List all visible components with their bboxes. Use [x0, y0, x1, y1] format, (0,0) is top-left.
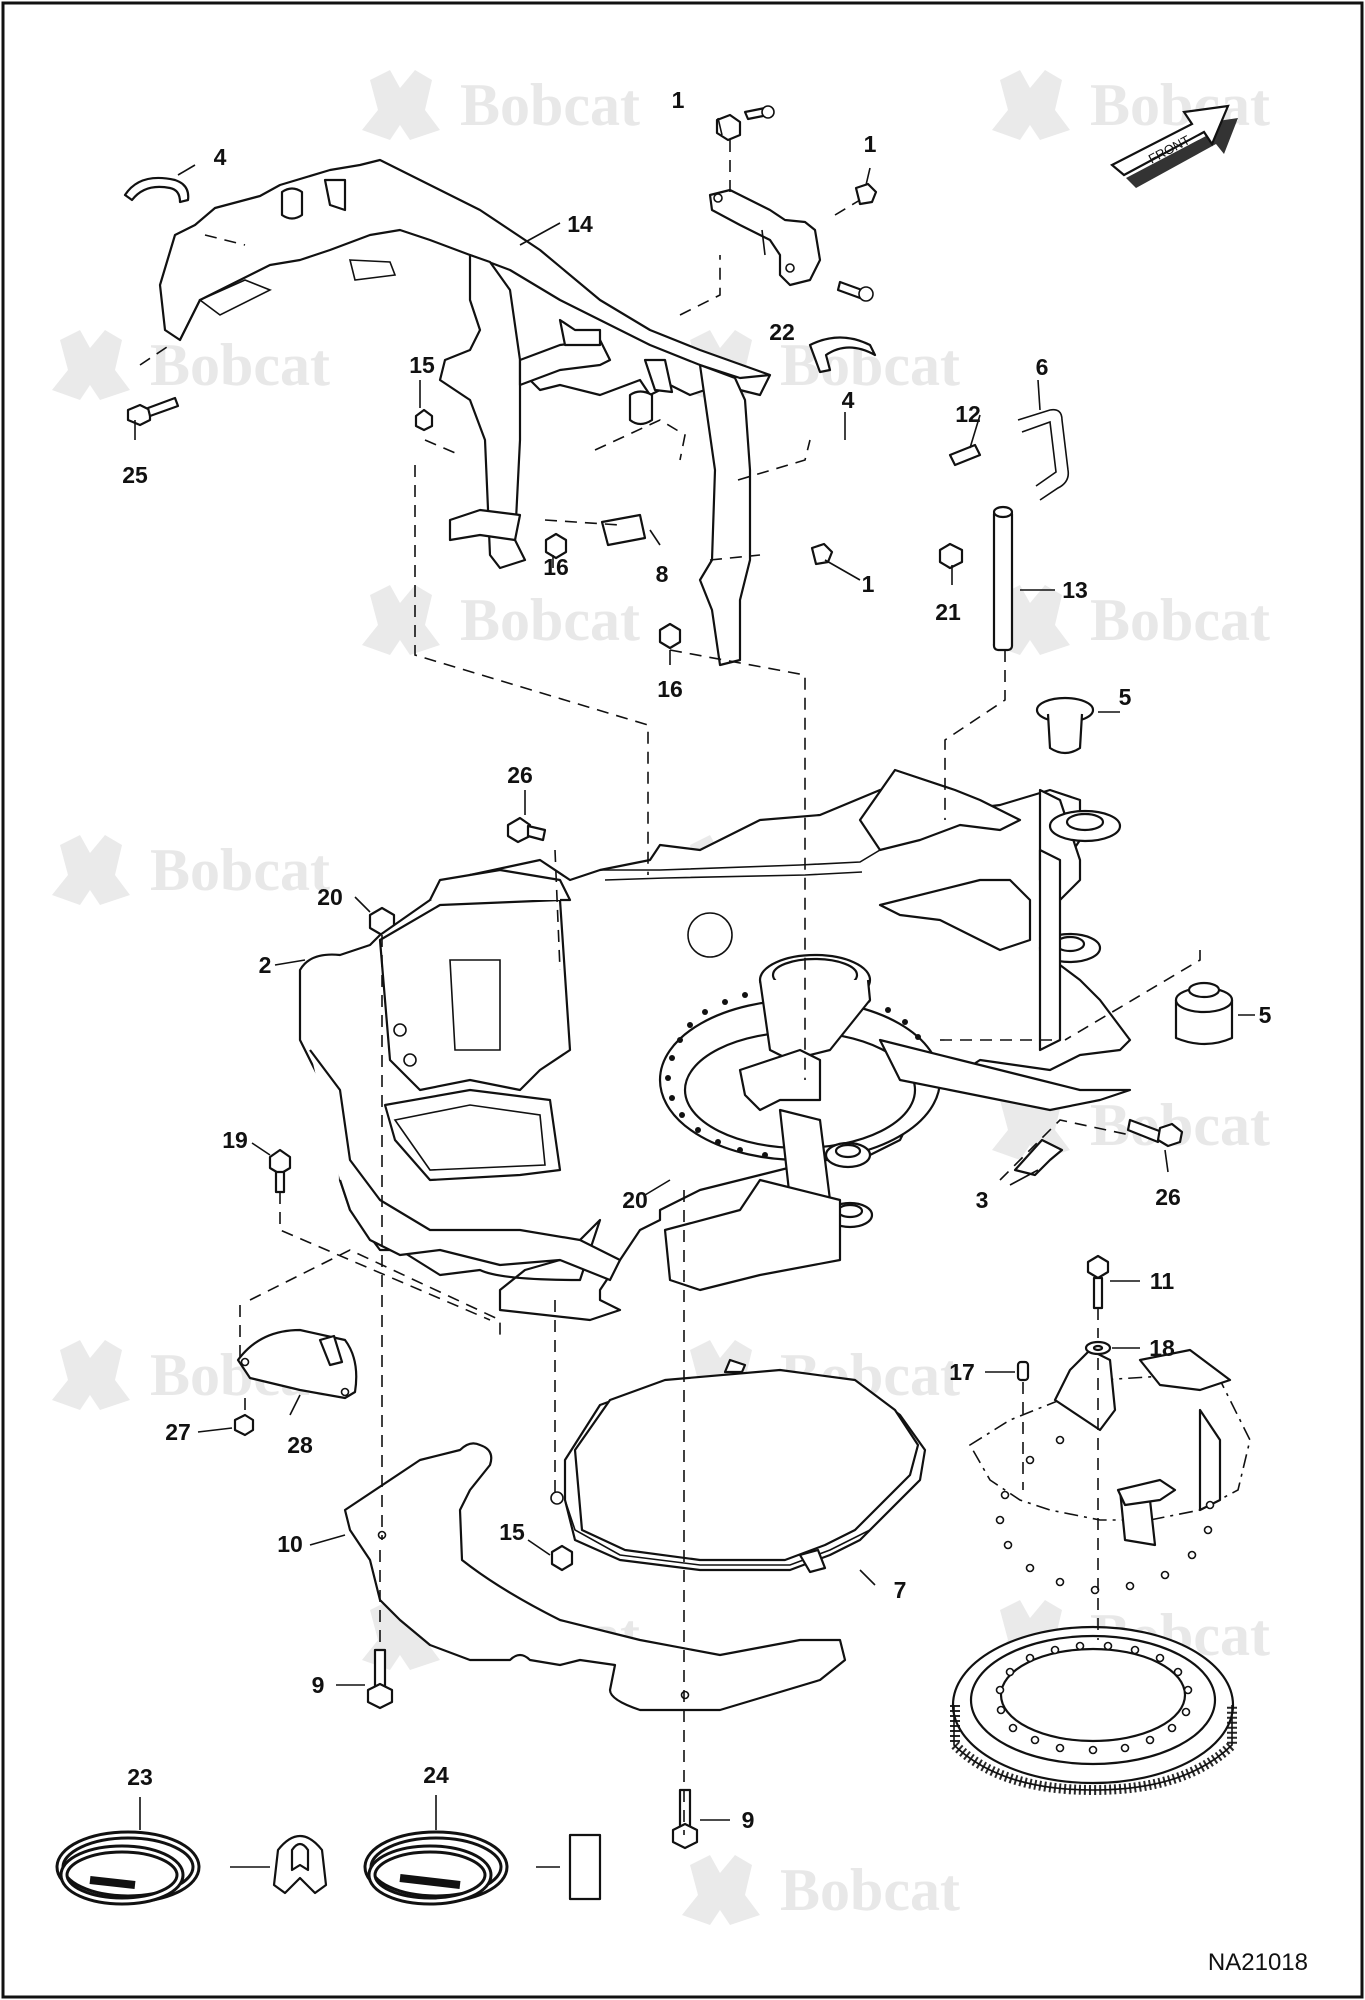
- bolt-part-9b: [671, 1788, 699, 1850]
- callout-24: 24: [423, 1762, 449, 1788]
- u-clip-part-4b: [808, 336, 877, 374]
- seal-coil-part-23: [55, 1830, 201, 1906]
- callout-20: 20: [317, 884, 343, 910]
- bolt-part-1c: [836, 280, 874, 302]
- callout-19: 19: [222, 1127, 248, 1153]
- watermark-logo-icon: [682, 1855, 760, 1925]
- callout-16: 16: [543, 554, 569, 580]
- callout-4: 4: [842, 387, 855, 413]
- callout-13: 13: [1062, 577, 1088, 603]
- bushing-part-5b: [1174, 981, 1234, 1046]
- callout-22: 22: [769, 319, 795, 345]
- watermark-text: Bobcat: [780, 1857, 960, 1923]
- watermark-logo-icon: [52, 330, 130, 400]
- callout-12: 12: [955, 401, 981, 427]
- callout-labels: 1 1 1 2 3 4 4 5 5 6 7 8 9 9 10 11 12 13 …: [122, 87, 1271, 1833]
- ring-bolt-holes: [665, 985, 921, 1158]
- main-frame-part-2: [298, 768, 1132, 1322]
- callout-leaders: [134, 117, 1255, 1830]
- callout-21: 21: [935, 599, 961, 625]
- bracket-part-22: [708, 188, 822, 287]
- callout-15: 15: [499, 1519, 525, 1545]
- nut-part-21: [938, 542, 964, 570]
- shield-part-7: [550, 1358, 927, 1574]
- callout-1: 1: [672, 87, 685, 113]
- callout-5: 5: [1119, 684, 1132, 710]
- callout-4: 4: [214, 144, 227, 170]
- nut-part-16b: [658, 622, 682, 650]
- watermark-logo-icon: [52, 835, 130, 905]
- bolt-part-11: [1086, 1254, 1110, 1310]
- bolt-part-25: [126, 396, 180, 427]
- pin-part-13: [992, 505, 1014, 652]
- upper-frame-part-14: [158, 158, 772, 667]
- watermark-text: Bobcat: [1090, 1092, 1270, 1158]
- watermark-text: Bobcat: [1090, 72, 1270, 138]
- clip-nut-part-1d: [810, 542, 834, 566]
- figure-id: NA21018: [1208, 1949, 1308, 1976]
- pin-part-12: [948, 443, 982, 467]
- callout-8: 8: [656, 561, 669, 587]
- callout-11: 11: [1150, 1268, 1175, 1294]
- callout-28: 28: [287, 1432, 313, 1458]
- callout-1: 1: [862, 571, 875, 597]
- callout-25: 25: [122, 462, 148, 488]
- cover-part-28: [236, 1328, 358, 1400]
- bolt-part-26b: [1126, 1118, 1184, 1148]
- bushing-part-5: [1035, 696, 1095, 755]
- callout-6: 6: [1036, 354, 1049, 380]
- slewing-ring-assembly: [950, 1348, 1251, 1796]
- callout-7: 7: [894, 1577, 907, 1603]
- callout-2: 2: [259, 952, 272, 978]
- callout-26: 26: [507, 762, 533, 788]
- watermark-text: Bobcat: [1090, 587, 1270, 653]
- callout-27: 27: [165, 1419, 191, 1445]
- dowel-part-17: [1016, 1360, 1030, 1382]
- nut-part-16: [544, 532, 568, 560]
- seal-profile-block-icon: [568, 1833, 602, 1901]
- nut-part-15: [414, 408, 434, 432]
- watermark-logo-icon: [992, 70, 1070, 140]
- bolt-part-26: [506, 816, 547, 844]
- callout-3: 3: [976, 1187, 989, 1213]
- callout-16: 16: [657, 676, 683, 702]
- watermark-text: Bobcat: [460, 72, 640, 138]
- callout-23: 23: [127, 1764, 153, 1790]
- u-clip-part-4: [123, 176, 190, 204]
- seal-coil-part-24: [363, 1830, 509, 1906]
- bolt-part-9: [366, 1648, 394, 1710]
- pad-part-8: [600, 513, 647, 547]
- callout-5: 5: [1259, 1002, 1272, 1028]
- seal-clip-icon: [272, 1834, 328, 1895]
- watermark-logo-icon: [362, 70, 440, 140]
- rod-part-6: [1017, 408, 1070, 501]
- assembly-lines: [139, 140, 1201, 1835]
- callout-20: 20: [622, 1187, 648, 1213]
- callout-1: 1: [864, 131, 877, 157]
- bolt-part-19: [268, 1148, 292, 1194]
- callout-10: 10: [277, 1531, 303, 1557]
- callout-9: 9: [312, 1672, 325, 1698]
- clip-nut-part-1: [715, 105, 775, 142]
- watermark-text: Bobcat: [150, 837, 330, 903]
- watermark-text: Bobcat: [460, 587, 640, 653]
- callout-17: 17: [949, 1359, 975, 1385]
- watermark-text: Bobcat: [780, 332, 960, 398]
- nut-part-15b: [550, 1544, 574, 1572]
- callout-9: 9: [742, 1807, 755, 1833]
- frame-outline-holes: [995, 1435, 1215, 1595]
- screw-part-27: [233, 1413, 255, 1437]
- callout-14: 14: [567, 211, 593, 237]
- watermark-logo-icon: [362, 585, 440, 655]
- watermark-logo-icon: [52, 1340, 130, 1410]
- ring-gear-bolt-holes: [995, 1641, 1193, 1755]
- washer-part-18: [1084, 1340, 1112, 1356]
- callout-15: 15: [409, 352, 435, 378]
- callout-18: 18: [1149, 1335, 1175, 1361]
- callout-26: 26: [1155, 1184, 1181, 1210]
